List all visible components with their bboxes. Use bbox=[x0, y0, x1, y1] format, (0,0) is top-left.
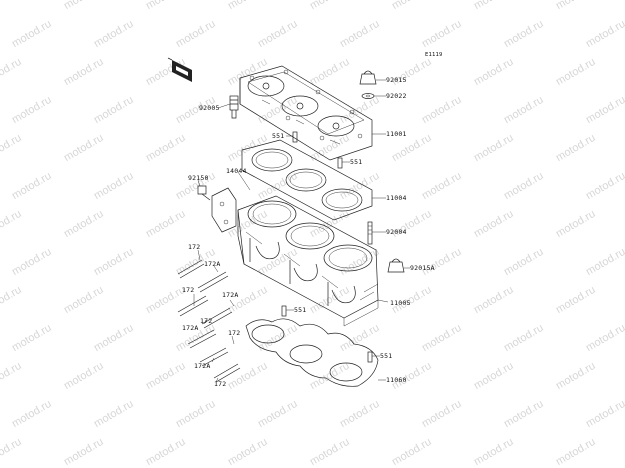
dowel-pin-551-d bbox=[367, 351, 373, 363]
bolt-92150 bbox=[197, 185, 211, 201]
part-label-92015A[interactable]: 92015A bbox=[410, 264, 435, 272]
head-gasket bbox=[241, 139, 373, 221]
part-label-11060[interactable]: 11060 bbox=[386, 376, 407, 384]
front-direction-icon bbox=[167, 57, 192, 82]
part-label-172-b[interactable]: 172 bbox=[182, 286, 195, 294]
part-label-172A-b[interactable]: 172A bbox=[222, 291, 239, 299]
part-label-11005[interactable]: 11005 bbox=[390, 299, 411, 307]
part-label-551-d[interactable]: 551 bbox=[380, 352, 393, 360]
dowel-pin-551-a bbox=[292, 131, 298, 143]
part-label-172-c[interactable]: 172 bbox=[200, 317, 213, 325]
cylinder-block bbox=[237, 195, 379, 327]
part-label-172-d[interactable]: 172 bbox=[228, 329, 241, 337]
part-label-172-a[interactable]: 172 bbox=[188, 243, 201, 251]
part-label-551-a[interactable]: 551 bbox=[272, 132, 285, 140]
part-label-92005[interactable]: 92005 bbox=[199, 104, 220, 112]
cylinder-head bbox=[239, 65, 373, 161]
bracket-14044 bbox=[211, 187, 237, 233]
part-label-92004[interactable]: 92004 bbox=[386, 228, 407, 236]
cap-nut-92015 bbox=[359, 70, 377, 85]
part-label-92015[interactable]: 92015 bbox=[386, 76, 407, 84]
washer-92022 bbox=[361, 93, 375, 99]
part-label-172A-c[interactable]: 172A bbox=[182, 324, 199, 332]
part-label-172A-a[interactable]: 172A bbox=[204, 260, 221, 268]
part-label-11004[interactable]: 11004 bbox=[386, 194, 407, 202]
base-gasket bbox=[245, 318, 379, 387]
part-label-172-e[interactable]: 172 bbox=[214, 380, 227, 388]
leader-lines bbox=[193, 79, 410, 383]
part-label-92150[interactable]: 92150 bbox=[188, 174, 209, 182]
diagram-code: E1119 bbox=[425, 52, 443, 58]
studs-172 bbox=[177, 259, 241, 383]
part-label-92022[interactable]: 92022 bbox=[386, 92, 407, 100]
temperature-sensor-92005 bbox=[229, 95, 239, 119]
part-label-11001[interactable]: 11001 bbox=[386, 130, 407, 138]
part-label-551-b[interactable]: 551 bbox=[350, 158, 363, 166]
part-label-551-c[interactable]: 551 bbox=[294, 306, 307, 314]
part-label-14044[interactable]: 14044 bbox=[226, 167, 247, 175]
cap-nut-92015A bbox=[387, 258, 405, 273]
stud-92004 bbox=[367, 221, 373, 245]
part-label-172A-d[interactable]: 172A bbox=[194, 362, 211, 370]
dowel-pin-551-b bbox=[337, 157, 343, 169]
dowel-pin-551-c bbox=[281, 305, 287, 317]
